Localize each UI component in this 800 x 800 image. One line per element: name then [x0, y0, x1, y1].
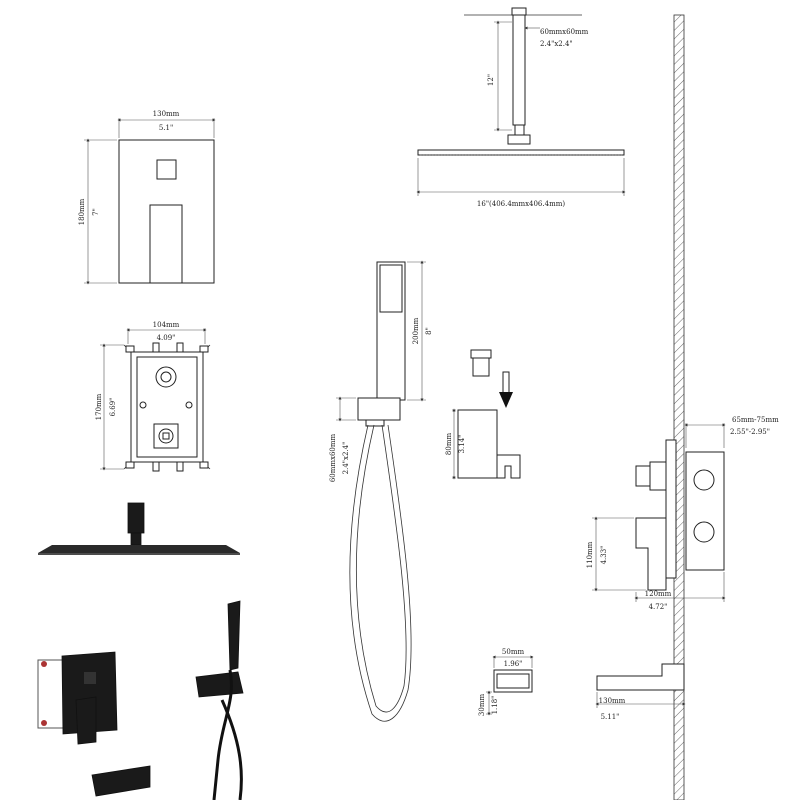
spray-face: [379, 264, 403, 313]
install-arrow-icon: [499, 392, 513, 408]
handheld-render: [195, 600, 244, 800]
wall-bracket: [357, 397, 401, 421]
body-width-in-label: 4.09": [157, 334, 176, 342]
showerhead-side-view: 60mmx60mm 2.4"x2.4" 12" 16"(406.4mmx406.…: [416, 7, 626, 208]
trim-width-mm-label: 130mm: [153, 110, 180, 118]
mixer-handle: [635, 517, 667, 591]
valve-body-view: 104mm 4.09" 170mm 6.69": [95, 321, 211, 472]
shower-arm: [512, 14, 526, 126]
bracket-size-in-label: 2.4"x2.4": [342, 442, 350, 475]
holder-height-in-label: 3.14": [458, 435, 466, 454]
body-height-mm-label: 170mm: [95, 393, 103, 420]
arm-connector: [514, 124, 525, 136]
handle-height-mm-label: 110mm: [586, 541, 594, 568]
holder-height-mm-label: 80mm: [445, 433, 453, 456]
adapter-thread: [472, 357, 490, 377]
head-width-label: 16"(406.4mmx406.4mm): [477, 200, 565, 208]
body-height-in-label: 6.69": [109, 398, 117, 417]
wall: [673, 14, 685, 800]
valve-trim-front-view: 130mm 5.1" 180mm 7": [78, 110, 216, 285]
wall-section-view: 65mm-75mm 2.55"-2.95" 110mm 4.33" 120mm …: [586, 14, 779, 800]
trim-handle: [149, 204, 183, 284]
holder-view: 80mm 3.14": [445, 349, 521, 480]
ceiling-flange: [511, 7, 527, 16]
handheld-length-mm-label: 200mm: [412, 317, 420, 344]
handle-depth-mm-label: 120mm: [645, 590, 672, 598]
trim-height-in-label: 7": [92, 208, 100, 216]
handheld-shower-view: 200mm 8" 60mmx60mm 2.4"x2.4": [329, 260, 433, 722]
showerhead-plate: [417, 149, 625, 156]
spout-front-view: 50mm 1.96" 30mm 1.18": [478, 648, 534, 717]
spout-width-mm-label: 50mm: [502, 648, 525, 656]
handle-height-in-label: 4.33": [600, 546, 608, 565]
showerhead-plate-render: [38, 545, 240, 553]
swivel-ball: [507, 134, 531, 145]
handle-depth-in-label: 4.72": [649, 603, 668, 611]
spout-height-mm-label: 30mm: [478, 694, 486, 717]
spout-depth-in-label: 5.11": [601, 713, 620, 721]
adapter-cap: [470, 349, 492, 359]
wall-depth-mm-label: 65mm-75mm: [732, 416, 779, 424]
valve-render: [37, 651, 118, 745]
tub-spout: [596, 663, 685, 691]
arm-size-mm-label: 60mmx60mm: [540, 28, 589, 36]
wall-depth-in-label: 2.55"-2.95": [730, 428, 770, 436]
spout-depth-mm-label: 130mm: [599, 697, 626, 705]
trim-height-mm-label: 180mm: [78, 198, 86, 225]
shower-hose: [349, 424, 412, 722]
body-width-mm-label: 104mm: [153, 321, 180, 329]
bracket-size-mm-label: 60mmx60mm: [329, 433, 337, 482]
arm-length-label: 12": [487, 74, 495, 86]
handheld-length-in-label: 8": [425, 327, 433, 335]
trim-width-in-label: 5.1": [159, 124, 173, 132]
spout-render: [91, 765, 151, 797]
spout-width-in-label: 1.96": [504, 660, 523, 668]
spout-height-in-label: 1.18": [491, 696, 499, 715]
arm-size-in-label: 2.4"x2.4": [540, 40, 573, 48]
diverter-knob: [156, 159, 177, 180]
showerhead-render: [38, 502, 240, 555]
